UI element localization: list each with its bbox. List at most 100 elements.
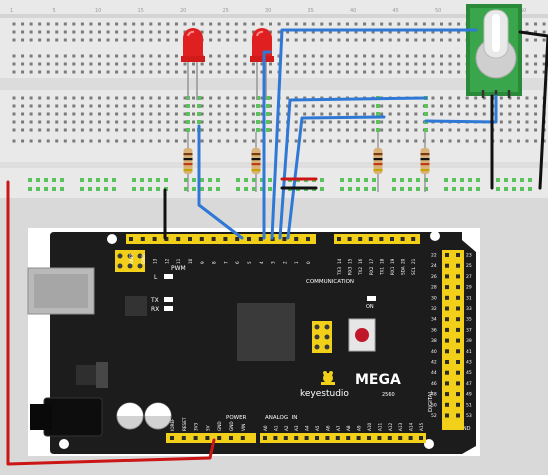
breadboard-hole (29, 104, 33, 108)
power-rail-hole (184, 178, 188, 182)
wire-blue-led1[interactable] (197, 124, 244, 240)
header-pin-label: IOREF (170, 418, 175, 431)
wire-blue-pot[interactable] (270, 28, 478, 240)
header-pin (398, 436, 403, 440)
wire-black-pot-rail[interactable] (518, 30, 548, 190)
breadboard-hole (320, 128, 324, 132)
breadboard-hole (534, 112, 538, 116)
breadboard-hole (209, 70, 213, 74)
breadboard-hole (38, 112, 42, 116)
breadboard-hole (80, 128, 84, 132)
breadboard-hole (63, 22, 67, 26)
breadboard-hole (269, 96, 272, 100)
header-pin (445, 274, 449, 279)
power-rail-hole (164, 178, 168, 182)
breadboard-hole (226, 30, 230, 34)
wire-blue-resistor2[interactable] (286, 115, 386, 240)
breadboard-hole (200, 62, 204, 66)
digital-pin-label: 47 (466, 381, 472, 387)
resistor-2[interactable] (420, 132, 430, 192)
breadboard-hole (115, 120, 119, 124)
breadboard-hole (157, 22, 161, 26)
power-rail-hole (512, 178, 516, 182)
header-pin (273, 436, 278, 440)
breadboard-hole (380, 139, 384, 143)
breadboard-hole (80, 30, 84, 34)
breadboard-hole (311, 70, 315, 74)
potentiometer[interactable] (466, 4, 522, 98)
digital-pin-label: 46 (431, 381, 437, 387)
breadboard-hole (440, 30, 443, 34)
breadboard-hole (46, 112, 50, 116)
breadboard-hole (422, 38, 426, 42)
breadboard-hole (157, 104, 161, 108)
breadboard-hole (542, 38, 546, 42)
breadboard-hole (294, 139, 298, 143)
breadboard-hole (328, 104, 332, 108)
breadboard-hole (414, 30, 418, 34)
power-rail-hole (476, 178, 480, 182)
digital-pin-label: 23 (466, 253, 472, 259)
breadboard-hole (269, 62, 272, 66)
header-pin (445, 327, 449, 332)
header-pin-label: 11 (176, 258, 181, 264)
breadboard-hole (209, 22, 213, 26)
power-rail-hole (112, 187, 116, 191)
brand-name: keyestudio (300, 389, 349, 399)
breadboard-hole (405, 62, 409, 66)
digital-pin-label: 53 (466, 413, 472, 419)
header-pin-label: VIN (241, 424, 246, 431)
power-rail-hole (140, 178, 144, 182)
reset-button[interactable] (355, 328, 369, 342)
jumper-pin (137, 253, 143, 259)
breadboard-hole (200, 120, 204, 124)
breadboard-hole (46, 22, 50, 26)
digital-pin-label: 50 (431, 402, 437, 408)
breadboard-hole (29, 139, 33, 143)
power-rail-hole (236, 187, 240, 191)
header-pin (315, 436, 319, 440)
led-red-1[interactable] (181, 28, 205, 100)
breadboard-hole (21, 139, 25, 143)
header-pin-name: TX2 (358, 267, 363, 276)
breadboard-hole (337, 30, 341, 34)
wire-blue-pot-wiper[interactable] (424, 94, 498, 124)
breadboard-hole (243, 139, 247, 143)
breadboard-hole (217, 62, 221, 66)
breadboard-hole (63, 38, 67, 42)
wire-blue-led2[interactable] (262, 50, 272, 240)
wire-red-5v[interactable] (6, 180, 216, 466)
power-rail-hole (216, 178, 220, 182)
breadboard-hole (320, 38, 324, 42)
wire-blue-resistor1[interactable] (278, 96, 428, 240)
header-pin (445, 370, 449, 375)
power-rail-hole (184, 187, 188, 191)
breadboard-hole (311, 120, 315, 124)
power-rail-hole (320, 178, 324, 182)
power-rail-hole (424, 178, 428, 182)
breadboard-hole (38, 22, 42, 26)
breadboard-hole (311, 139, 315, 143)
breadboard-hole (157, 96, 161, 100)
breadboard-hole (29, 54, 33, 58)
breadboard-hole (311, 38, 315, 42)
breadboard-hole (46, 139, 50, 143)
breadboard-hole (217, 22, 221, 26)
column-number: 10 (95, 8, 101, 14)
breadboard-hole (217, 54, 221, 58)
resistor-led2[interactable] (251, 132, 261, 192)
breadboard-hole (132, 139, 136, 143)
column-number: 1 (10, 8, 13, 14)
resistor-led1[interactable] (183, 132, 193, 192)
header-pin (445, 295, 449, 300)
power-header (166, 433, 256, 443)
breadboard-hole (294, 62, 298, 66)
power-rail-hole (496, 178, 500, 182)
resistor-1[interactable] (373, 132, 383, 192)
breadboard-hole (149, 38, 153, 42)
breadboard-hole (243, 30, 247, 34)
power-rail-hole (476, 187, 480, 191)
breadboard-hole (345, 128, 349, 132)
breadboard-hole (516, 139, 520, 143)
breadboard-hole (123, 96, 127, 100)
